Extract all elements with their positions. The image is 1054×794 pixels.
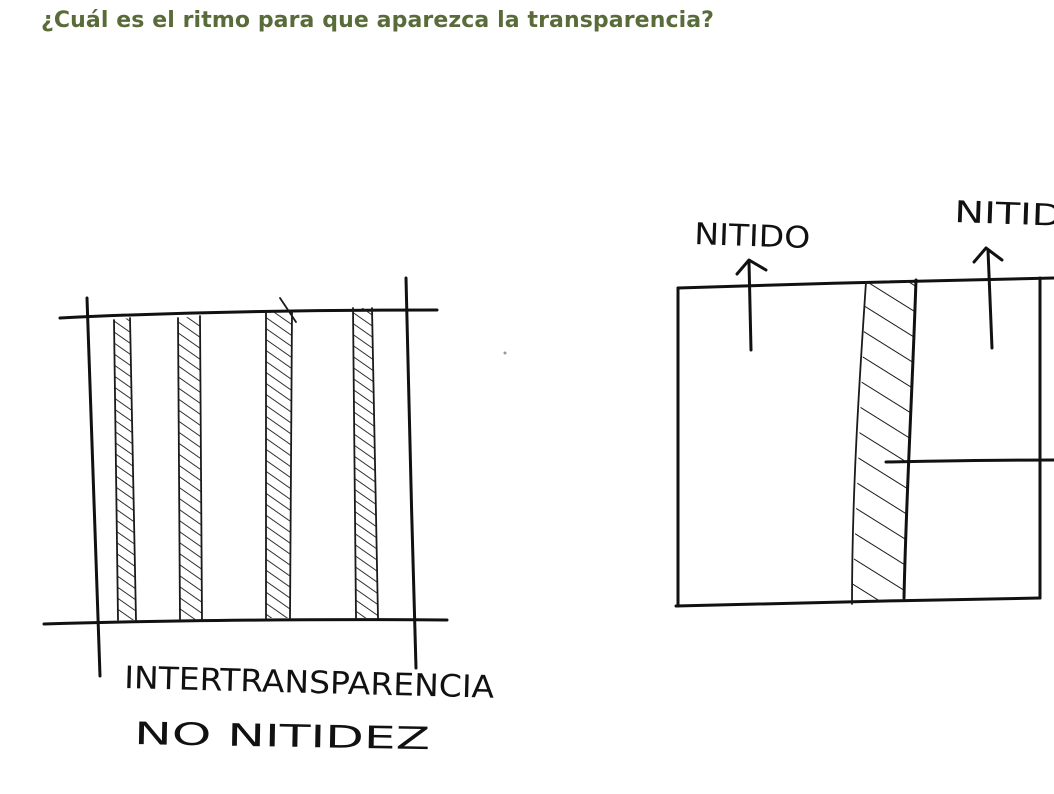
arrow-up-icon: [735, 258, 768, 352]
hatched-strip-4: [353, 308, 378, 618]
hatched-strip-1: [114, 318, 136, 620]
right-divider: [884, 458, 1054, 464]
arrow-up-icon: [972, 246, 1004, 350]
right-label-nitido: NITIDO: [694, 217, 811, 256]
question-heading: ¿Cuál es el ritmo para que aparezca la t…: [41, 8, 715, 33]
left-bottom-line: [42, 618, 449, 626]
hatched-strip-2: [178, 316, 202, 620]
hatched-strip-3: [266, 312, 292, 618]
hatched-wide-strip: [852, 280, 916, 604]
left-top-line: [58, 308, 439, 320]
left-sketch: INTERTRANSPARENCIA NO NITIDEZ: [42, 276, 495, 757]
stray-mark: [503, 351, 507, 355]
left-right-vertical: [404, 276, 418, 670]
right-label-nitid: NITID: [954, 195, 1054, 234]
left-label-line1: INTERTRANSPARENCIA: [124, 660, 495, 706]
left-left-vertical: [85, 296, 102, 678]
right-sketch: NITIDO NITID: [674, 195, 1054, 608]
left-label-line2: NO NITIDEZ: [134, 716, 431, 757]
